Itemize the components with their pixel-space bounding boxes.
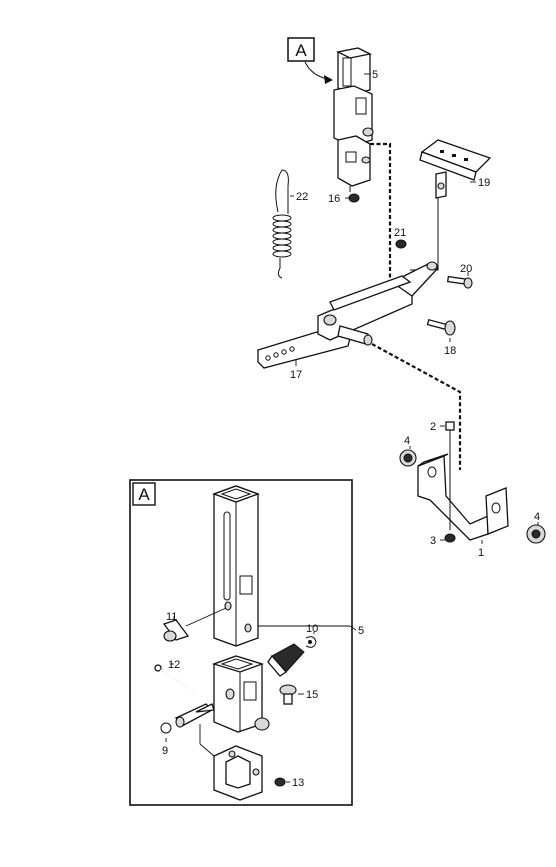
detail-square-tube — [212, 485, 260, 647]
callout-5-detail: 5 — [358, 625, 364, 637]
detail-shaft — [174, 703, 215, 728]
callout-2: 2 — [430, 421, 436, 433]
bushing-4-left — [399, 449, 417, 467]
pin-11 — [162, 619, 190, 642]
callout-20: 20 — [460, 263, 472, 275]
bushing-4-right — [526, 524, 546, 544]
callout-10: 10 — [306, 623, 318, 635]
callout-16: 16 — [328, 193, 340, 205]
pedal-arm-17 — [257, 261, 439, 369]
callout-21: 21 — [394, 227, 406, 239]
callout-5-top: 5 — [372, 69, 378, 81]
callout-4-left: 4 — [404, 435, 410, 447]
callout-11: 11 — [166, 611, 177, 623]
bolt-20 — [446, 275, 473, 289]
assembly-line-17-1 — [371, 343, 462, 470]
clip-10 — [305, 636, 317, 648]
callout-15: 15 — [306, 689, 318, 701]
bolt-15 — [279, 684, 297, 705]
clip-9 — [160, 722, 172, 734]
callout-22: 22 — [296, 191, 308, 203]
callout-19: 19 — [478, 177, 490, 189]
callout-12: 12 — [168, 659, 180, 671]
nut-3 — [444, 533, 456, 543]
bolt-2 — [445, 421, 455, 530]
callout-3: 3 — [430, 535, 436, 547]
assembly-line-5-17 — [370, 142, 392, 300]
detail-lower-sleeve — [211, 655, 270, 733]
nut-21 — [395, 239, 407, 249]
bolt-12 — [154, 664, 197, 693]
spring-22 — [272, 169, 292, 279]
detail-view-box: A — [129, 479, 353, 806]
callout-13: 13 — [292, 777, 304, 789]
callout-9: 9 — [162, 745, 168, 757]
detail-marker-a: A — [138, 485, 150, 504]
callout-17: 17 — [290, 369, 302, 381]
callout-18: 18 — [444, 345, 456, 357]
bolt-18 — [426, 318, 456, 336]
detail-wedge-block — [267, 643, 305, 677]
callout-1: 1 — [478, 547, 484, 559]
svg-text:A: A — [295, 41, 307, 60]
pedal-pad-19 — [419, 139, 492, 199]
callout-4-right: 4 — [534, 511, 540, 523]
nut-13 — [274, 777, 286, 787]
detail-clevis — [199, 724, 263, 801]
bracket-1 — [417, 453, 509, 541]
pedal-shaft-assembly — [333, 47, 374, 192]
nut-16 — [348, 193, 360, 203]
view-marker-a: A — [287, 37, 333, 84]
